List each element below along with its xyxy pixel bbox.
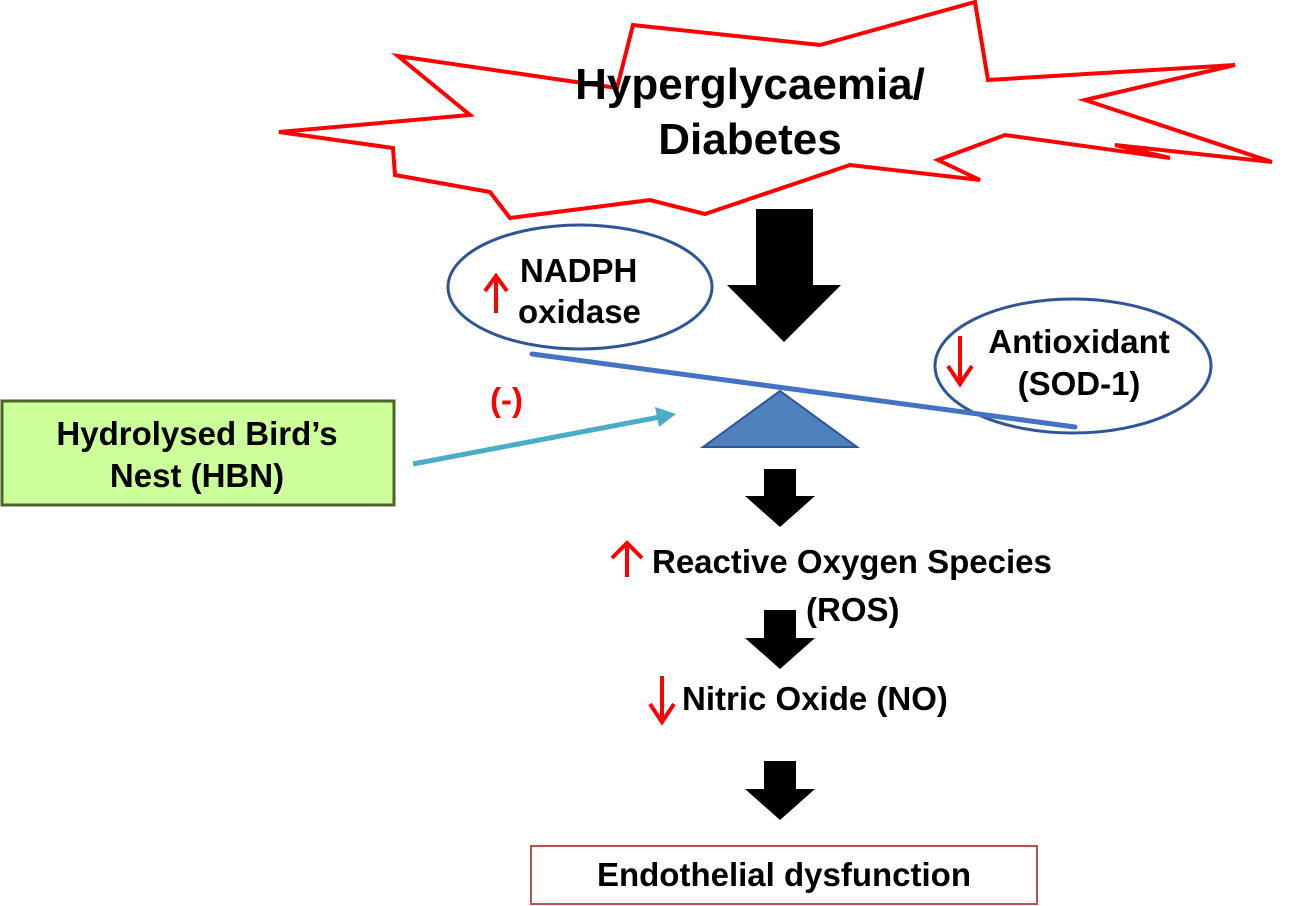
antioxidant-ellipse	[933, 297, 1213, 435]
hyperglycaemia-burst	[278, 0, 1273, 221]
nadph-ellipse	[446, 223, 714, 351]
nitric-oxide-label: Nitric Oxide (NO)	[682, 680, 948, 717]
nadph-line1: NADPH	[520, 252, 638, 289]
ros-up-arrow-icon	[610, 540, 644, 577]
antioxidant-line2: (SOD-1)	[1017, 364, 1141, 402]
hyperglycaemia-line2: Diabetes	[658, 114, 842, 164]
endothelial-dysfunction-label: Endothelial dysfunction	[596, 856, 971, 893]
main-down-arrow	[727, 209, 841, 342]
antioxidant-down-arrow-icon	[946, 336, 974, 388]
balance-beam	[529, 351, 1078, 430]
nadph-label: NADPH oxidase	[512, 250, 641, 333]
flow-arrow-1	[745, 469, 815, 527]
inhibition-sign: (-)	[490, 381, 523, 418]
hyperglycaemia-line1: Hyperglycaemia/	[575, 60, 925, 109]
hbn-label: Hydrolysed Bird’s Nest (HBN)	[4, 413, 390, 497]
ros-line2: (ROS)	[806, 591, 900, 628]
nadph-up-arrow-icon	[483, 272, 509, 313]
antioxidant-line1: Antioxidant	[988, 323, 1170, 360]
hyperglycaemia-label: Hyperglycaemia/ Diabetes	[500, 58, 1000, 167]
hbn-line1: Hydrolysed Bird’s	[56, 415, 338, 452]
balance-fulcrum	[699, 389, 861, 448]
no-down-arrow-icon	[648, 676, 676, 726]
ros-line1: Reactive Oxygen Species	[652, 543, 1052, 580]
hbn-line2: Nest (HBN)	[109, 457, 285, 495]
nadph-line2: oxidase	[518, 293, 641, 331]
antioxidant-label: Antioxidant (SOD-1)	[972, 321, 1186, 405]
hbn-box	[0, 399, 396, 507]
hbn-inhibition-arrow	[412, 407, 676, 467]
flow-arrow-3	[745, 761, 815, 820]
endothelial-box	[530, 845, 1038, 905]
flow-arrow-2	[745, 610, 815, 669]
